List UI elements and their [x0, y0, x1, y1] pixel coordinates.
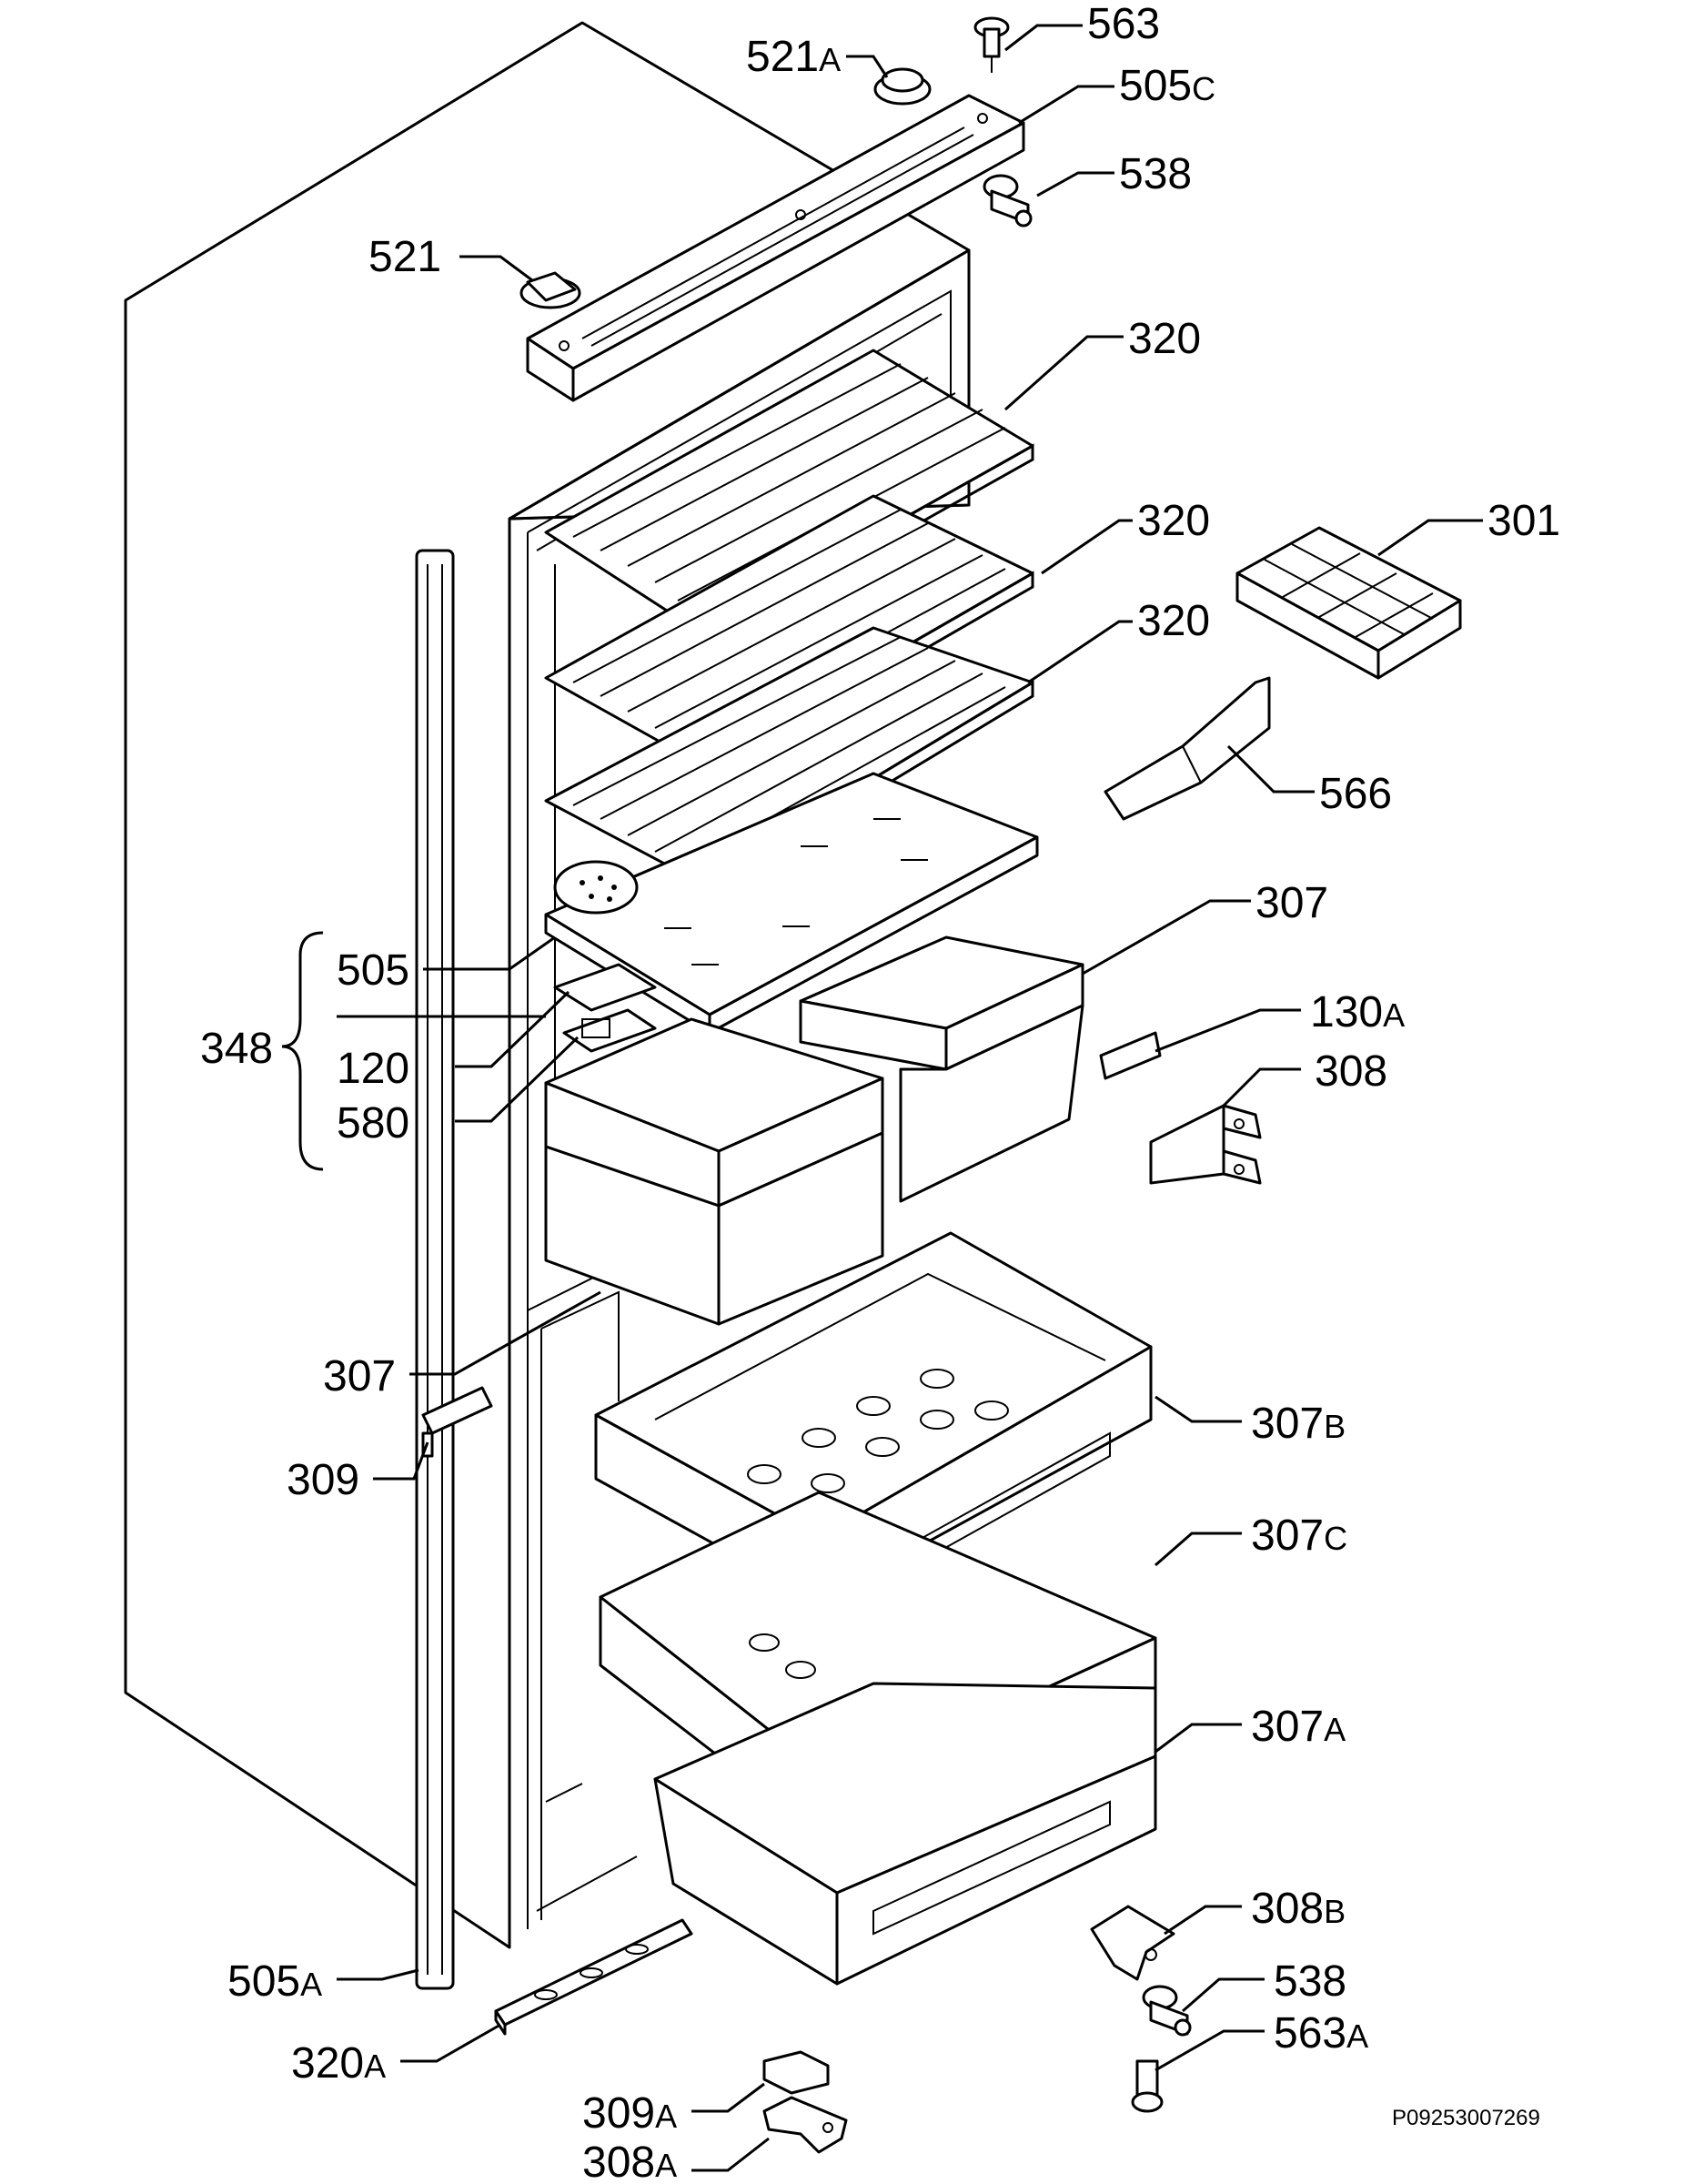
gasket-strip-505a [415, 549, 455, 1990]
label-566: 566 [1319, 770, 1392, 818]
cap-309a [762, 2050, 830, 2095]
label-505c: 505C [1119, 62, 1215, 110]
label-320-top: 320 [1128, 315, 1201, 363]
label-307a: 307A [1251, 1703, 1346, 1751]
bracket-538-bottom [1142, 1985, 1192, 2037]
label-348: 348 [200, 1025, 273, 1073]
label-320-middle: 320 [1137, 497, 1210, 545]
label-309: 309 [287, 1456, 359, 1504]
label-538-top: 538 [1119, 150, 1192, 198]
control-panel-120-580 [553, 963, 657, 1053]
label-308: 308 [1315, 1047, 1387, 1096]
hinge-308 [1149, 1104, 1262, 1185]
group-brace-348 [281, 931, 324, 1171]
rail-320a [494, 1918, 693, 2036]
hinge-308a [762, 2096, 848, 2154]
hinge-130a [1099, 1031, 1162, 1080]
label-320-lower: 320 [1137, 597, 1210, 645]
part-labels: 563 521A 505C 538 521 320 320 301 320 56… [200, 0, 1560, 2184]
label-308b: 308B [1251, 1885, 1346, 1933]
label-308a: 308A [582, 2138, 677, 2184]
label-307b: 307B [1251, 1400, 1346, 1448]
label-505: 505 [337, 946, 409, 995]
pin-563a [1131, 2059, 1164, 2113]
label-320a: 320A [291, 2039, 386, 2088]
label-521: 521 [368, 233, 441, 281]
freezer-box-307-front [544, 1017, 884, 1326]
drawer-307a [653, 1682, 1157, 1986]
top-rail-505c [526, 94, 1025, 402]
label-301: 301 [1487, 497, 1560, 545]
label-130a: 130A [1310, 988, 1405, 1036]
document-code: P09253007269 [1392, 2106, 1540, 2130]
label-538-bottom: 538 [1274, 1957, 1346, 2006]
pin-563 [973, 16, 1010, 73]
bracket-538-top [983, 174, 1033, 228]
label-307-upper: 307 [1255, 879, 1328, 927]
label-309a: 309A [582, 2089, 677, 2138]
label-563: 563 [1087, 0, 1160, 48]
cap-521a [873, 67, 932, 106]
label-120: 120 [337, 1045, 409, 1093]
label-580: 580 [337, 1099, 409, 1148]
label-307c: 307C [1251, 1512, 1347, 1560]
label-521a: 521A [746, 33, 841, 81]
freezer-box-307-rear [799, 935, 1084, 1203]
hinge-308b [1090, 1905, 1175, 1981]
ice-tray-301 [1235, 526, 1462, 680]
label-307-lower: 307 [323, 1352, 396, 1400]
label-563a: 563A [1274, 2009, 1368, 2058]
cap-521 [519, 271, 581, 309]
leader-lines [337, 24, 1483, 2172]
shelf-320-lower [544, 626, 1034, 898]
bracket-309 [421, 1386, 493, 1458]
label-505a: 505A [227, 1957, 322, 2006]
scraper-566 [1104, 676, 1271, 821]
